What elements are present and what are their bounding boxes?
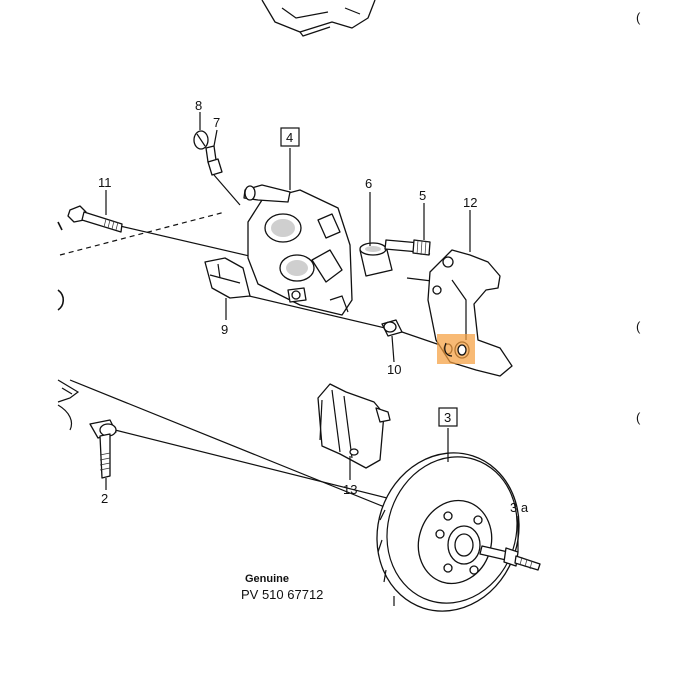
callout-10: 10 [387,362,401,377]
callout-7: 7 [213,115,220,130]
guide-bushing [381,319,403,337]
edge-mark: ( [636,10,641,25]
anti-rattle-clip [204,257,251,299]
brake-pads [317,383,391,469]
bleed-nipple [205,145,241,206]
guide-pin [384,239,431,256]
caption-genuine: Genuine [245,573,289,585]
callout-2: 2 [101,491,108,506]
highlight-hole [457,344,467,356]
callout-5: 5 [419,188,426,203]
callout-3: 3 [444,410,451,425]
edge-mark: ( [636,410,641,425]
wheel-stud [479,545,541,571]
caption-part-number: PV 510 67712 [241,587,323,602]
leader-lines [105,112,519,552]
highlight-detail [444,342,453,357]
guide-bolt [67,205,123,233]
bleed-cap [193,130,209,150]
callout-12: 12 [463,195,477,210]
callout-4-box [280,127,300,147]
callout-4: 4 [286,130,293,145]
caliper-housing [243,184,353,316]
steering-knuckle-fragment [57,211,226,431]
callout-9: 9 [221,322,228,337]
callout-3-box [438,407,458,427]
callout-3a: 3 a [510,500,529,515]
callout-8: 8 [195,98,202,113]
brake-disc [376,452,520,612]
callout-6: 6 [365,176,372,191]
bracket-bolt [89,419,117,479]
upper-assembly-fragment [261,0,376,37]
callout-11: 11 [98,175,112,190]
edge-mark: ( [636,319,641,334]
highlight-box[interactable] [437,334,475,364]
callout-13: 13 [343,482,357,497]
